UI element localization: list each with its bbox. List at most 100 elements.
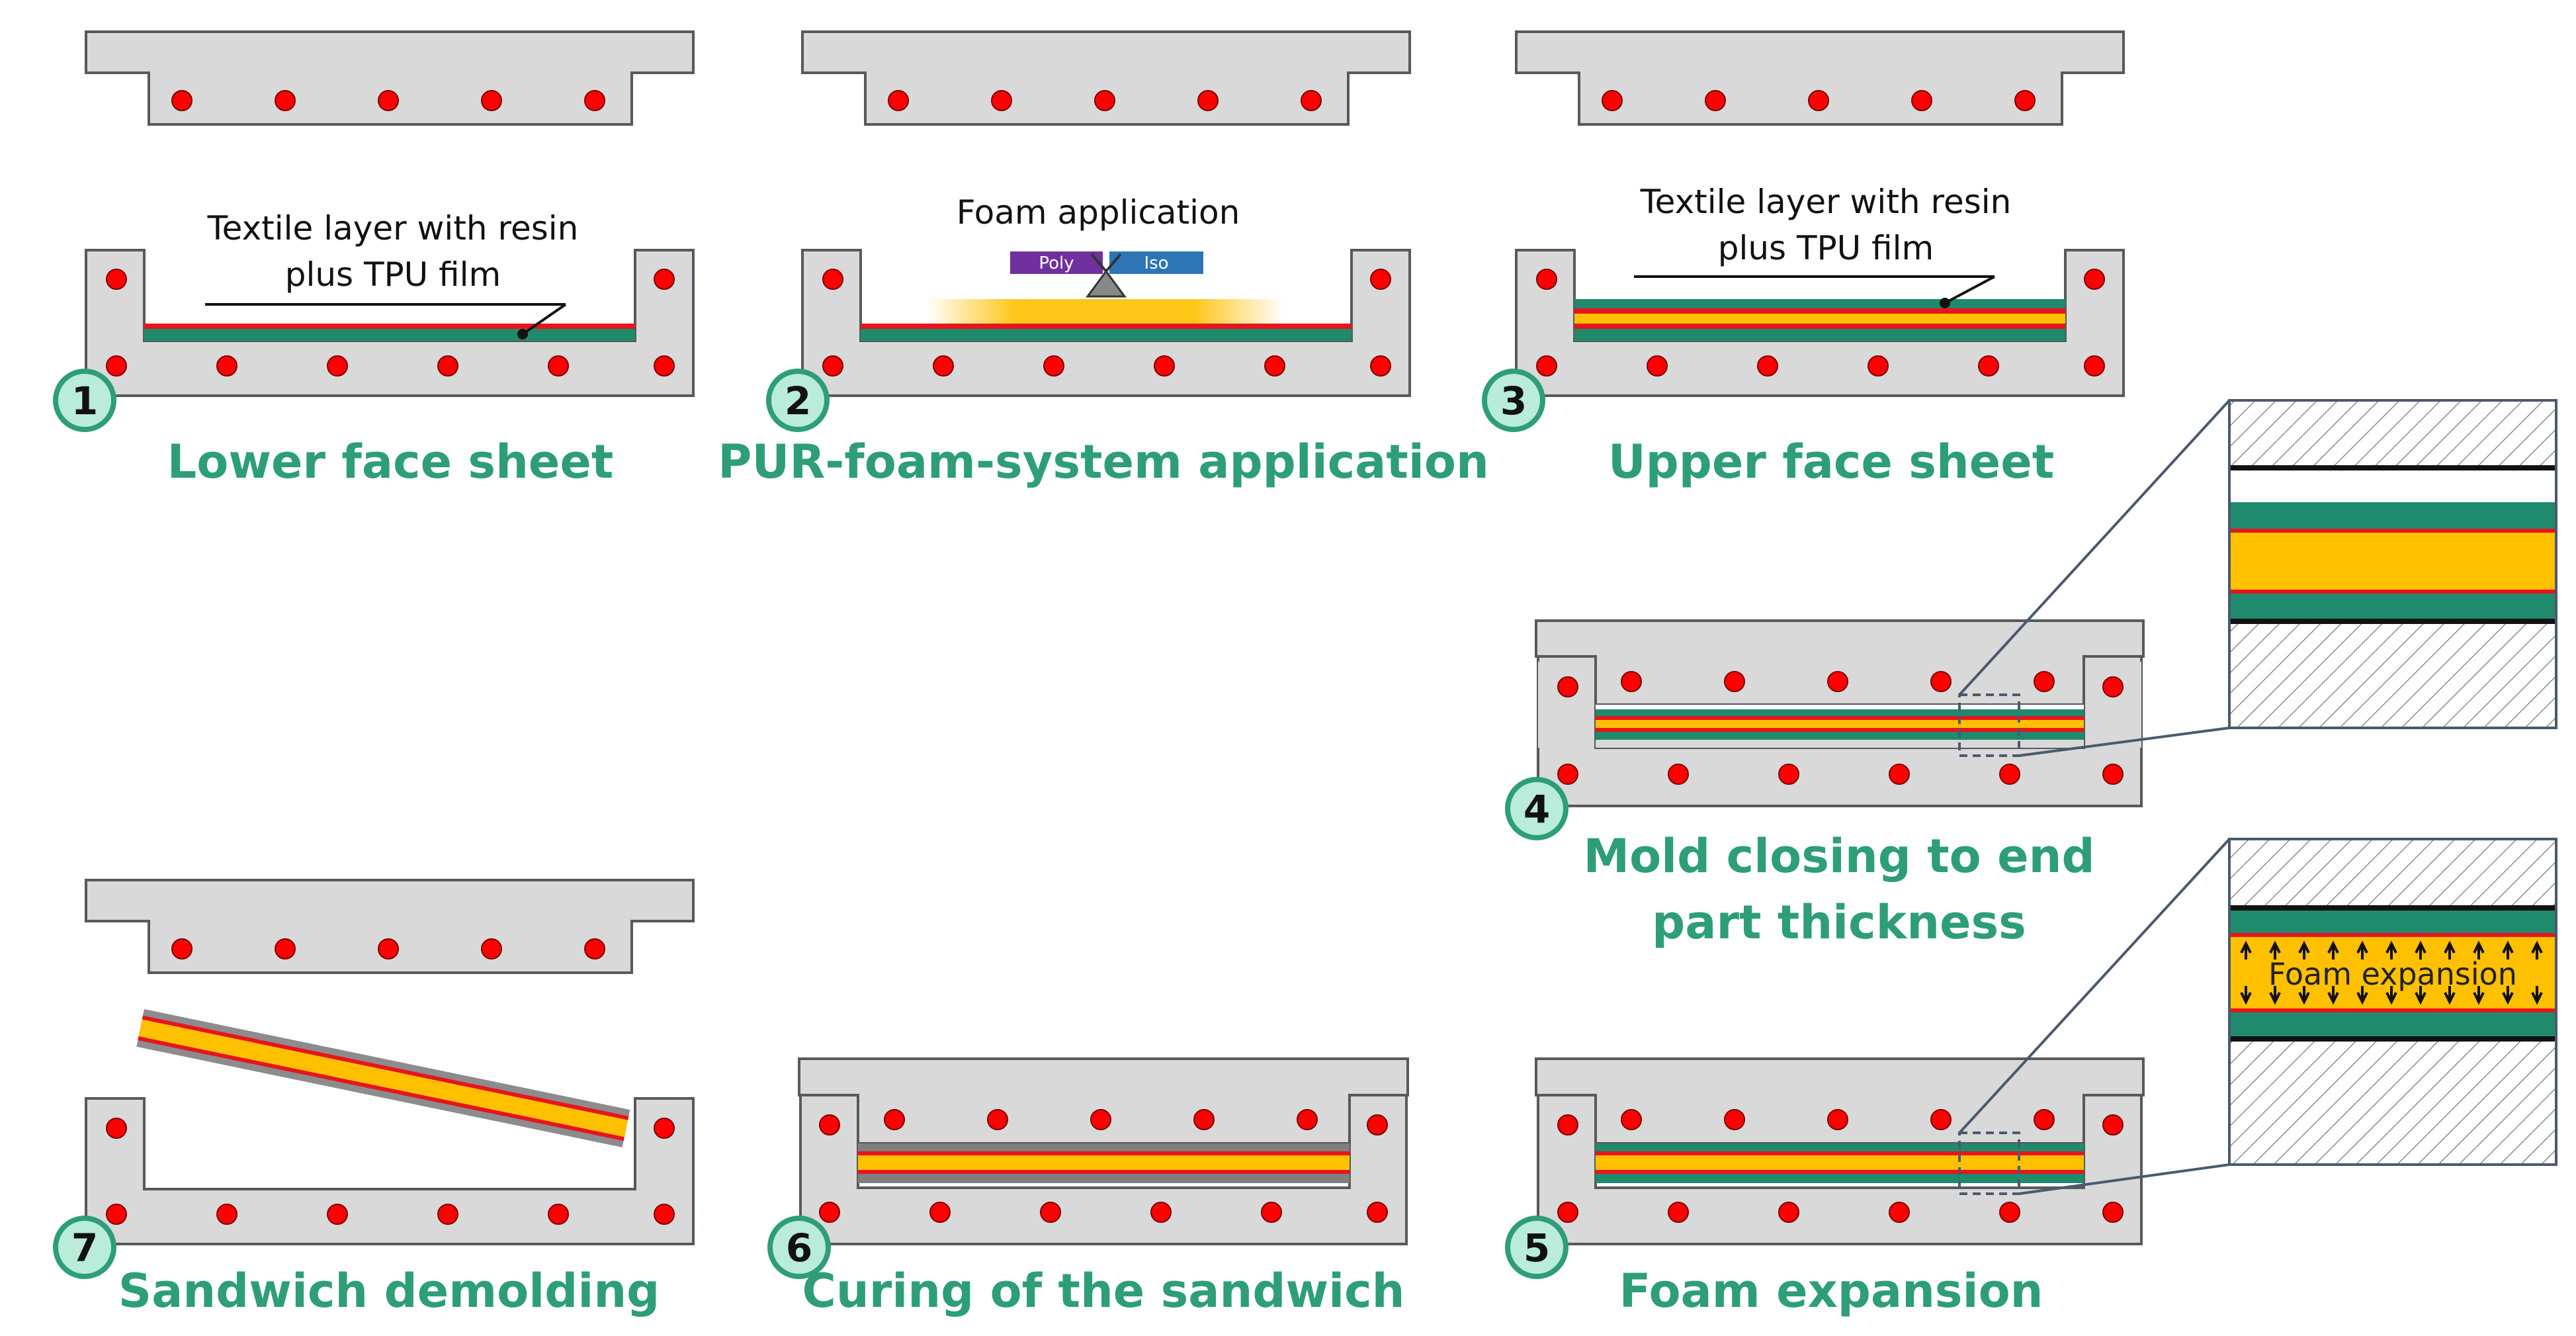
expansion-arrow-up <box>2327 940 2339 959</box>
upper-mold <box>85 879 695 974</box>
zoom-leader-top <box>1958 399 2231 696</box>
upper-mold <box>85 30 695 126</box>
step-2: Poly Iso Foam application 2 PUR-foam-sys… <box>718 30 1489 489</box>
upper-mold <box>1515 30 2125 126</box>
poly-label: Poly <box>1039 253 1074 273</box>
lower-mold-heaters <box>819 1114 1388 1223</box>
lower-mold-heaters <box>1557 676 2124 785</box>
expansion-arrow-down <box>2298 986 2310 1005</box>
step-caption: Sandwich demolding <box>118 1264 660 1318</box>
iso-label: Iso <box>1144 253 1168 273</box>
step-number: 3 <box>1500 379 1527 423</box>
step-5: Foam expansion 5 Foam expansion <box>1505 838 2557 1318</box>
zoom-inset-4 <box>2228 399 2557 729</box>
expansion-arrow-down <box>2240 986 2252 1005</box>
callout-1 <box>205 303 567 339</box>
step-badge <box>767 1216 831 1279</box>
note-line-1: Foam application <box>957 193 1240 232</box>
tpu-film <box>861 324 1352 329</box>
step-number: 7 <box>71 1225 98 1270</box>
mixing-head-icon <box>1086 269 1127 298</box>
lower-mold-heaters <box>106 269 675 377</box>
expansion-arrow-up <box>2531 940 2543 959</box>
expansion-arrow-up <box>2298 940 2310 959</box>
lower-mold-heaters <box>822 269 1391 377</box>
step-caption: Lower face sheet <box>167 435 614 489</box>
step-badge <box>1505 777 1568 840</box>
step-number: 5 <box>1524 1225 1550 1270</box>
step-caption: Foam expansion <box>1619 1264 2043 1318</box>
note-line-2: plus TPU film <box>1718 229 1934 267</box>
demolded-sandwich <box>136 1009 630 1147</box>
upper-mold-heaters <box>1602 90 2036 111</box>
upper-mold-heaters <box>884 1109 1318 1130</box>
expansion-arrow-down <box>2269 986 2281 1005</box>
closed-upper-mold <box>1535 1057 2145 1145</box>
step-badge <box>766 369 830 432</box>
expansion-arrow-up <box>2444 940 2456 959</box>
expansion-arrow-up <box>2502 940 2514 959</box>
step-number: 2 <box>785 379 811 423</box>
callout-3 <box>1634 275 1995 308</box>
expansion-arrow-down <box>2531 986 2543 1005</box>
upper-mold-heaters <box>171 938 605 959</box>
mixing-line-right <box>1105 253 1122 273</box>
expansion-arrow-down <box>2327 986 2339 1005</box>
step-caption: Upper face sheet <box>1608 435 2054 489</box>
expansion-arrow-up <box>2269 940 2281 959</box>
expansion-arrow-up <box>2240 940 2252 959</box>
expansion-arrow-down <box>2385 986 2397 1005</box>
iso-nozzle <box>1109 251 1203 274</box>
closed-upper-mold <box>1535 619 2145 706</box>
step-caption: Curing of the sandwich <box>802 1264 1405 1318</box>
step-badge <box>1482 369 1545 432</box>
step-number: 4 <box>1524 787 1550 832</box>
step-number: 1 <box>71 379 98 423</box>
note-line-1: Textile layer with resin <box>207 209 579 247</box>
cured-sandwich <box>858 1143 1350 1183</box>
tpu-film <box>144 324 635 329</box>
step-badge <box>53 1216 116 1279</box>
upper-mold <box>801 30 1411 126</box>
expansion-arrow-down <box>2356 986 2368 1005</box>
expansion-arrow-up <box>2473 940 2485 959</box>
zoom-leader-top <box>1958 838 2231 1134</box>
expansion-arrow-up <box>2415 940 2426 959</box>
expansion-arrow-down <box>2473 986 2485 1005</box>
expansion-arrow-down <box>2444 986 2456 1005</box>
note-line-1: Textile layer with resin <box>1640 183 2012 221</box>
lower-mold <box>85 1097 695 1245</box>
expansion-arrow-down <box>2502 986 2514 1005</box>
layer-stack <box>1596 705 2084 748</box>
note-line-2: plus TPU film <box>285 255 501 294</box>
expansion-arrow-up <box>2356 940 2368 959</box>
mixing-line-left <box>1090 253 1107 273</box>
step-4: 4 Mold closing to end part thickness <box>1505 399 2557 950</box>
lower-mold-right-wall <box>2084 662 2141 748</box>
lower-mold-heaters <box>106 1118 675 1225</box>
expansion-arrows <box>2240 940 2543 1005</box>
step-badge <box>53 369 116 432</box>
upper-mold-heaters <box>1621 1109 2055 1130</box>
expansion-arrow-up <box>2385 940 2397 959</box>
lower-mold-left-wall <box>1538 662 1596 748</box>
lower-mold-heaters <box>1557 1114 2124 1223</box>
textile-layer <box>144 329 635 341</box>
lower-mold <box>1515 249 2125 397</box>
step-6: 6 Curing of the sandwich <box>767 1057 1409 1318</box>
upper-mold-heaters <box>171 90 605 111</box>
closed-upper-mold <box>798 1057 1409 1145</box>
step-1: Textile layer with resin plus TPU film 1… <box>53 30 695 489</box>
textile-layer <box>861 329 1352 341</box>
zoom-region-marker <box>1958 693 2020 757</box>
step-7: 7 Sandwich demolding <box>53 879 695 1318</box>
step-badge <box>1505 1216 1568 1279</box>
step-caption-line-2: part thickness <box>1652 895 2026 950</box>
expansion-arrow-down <box>2415 986 2426 1005</box>
zoom-label: Foam expansion <box>2268 956 2517 992</box>
zoom-region-marker <box>1958 1132 2020 1195</box>
step-caption: PUR-foam-system application <box>718 435 1489 489</box>
upper-mold-heaters <box>888 90 1322 111</box>
layer-stack <box>1574 299 2065 341</box>
